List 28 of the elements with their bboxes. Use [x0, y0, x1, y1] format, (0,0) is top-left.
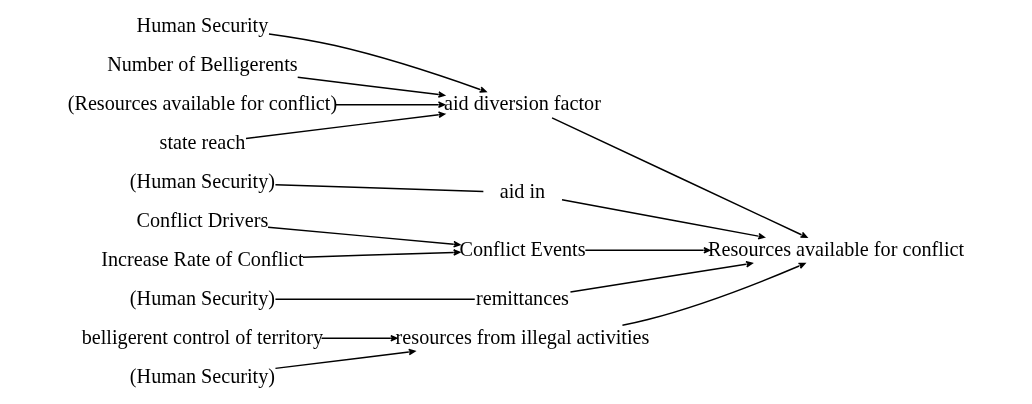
node-text: Resources available for conflict — [708, 237, 965, 260]
node-text: aid diversion factor — [444, 92, 601, 115]
arrow — [274, 348, 416, 370]
node-text: remittances — [476, 286, 569, 309]
arrow — [245, 111, 446, 140]
arrow — [584, 247, 711, 254]
node-text: Conflict Events — [459, 237, 586, 260]
arrow — [302, 249, 461, 258]
node-text: (Human Security) — [129, 169, 275, 192]
arrow — [569, 260, 753, 293]
node-text: (Human Security) — [129, 364, 275, 387]
arrow — [320, 334, 398, 342]
node-text: resources from illegal activities — [395, 325, 650, 348]
arrow — [334, 101, 446, 108]
arrow — [297, 76, 446, 98]
node-text: Increase Rate of Conflict — [101, 247, 304, 270]
connector — [274, 184, 485, 193]
node-text: (Human Security) — [129, 286, 275, 309]
node-text: aid in — [499, 179, 546, 202]
arrow — [268, 33, 487, 93]
node-text: Conflict Drivers — [136, 208, 269, 231]
node-text: Number of Belligerents — [107, 53, 298, 76]
node-text: (Resources available for conflict) — [67, 92, 338, 115]
connector — [274, 298, 476, 301]
node-text: belligerent control of territory — [81, 325, 324, 348]
node-text: state reach — [159, 130, 246, 153]
node-text: Human Security — [136, 14, 269, 37]
arrow — [267, 226, 461, 248]
